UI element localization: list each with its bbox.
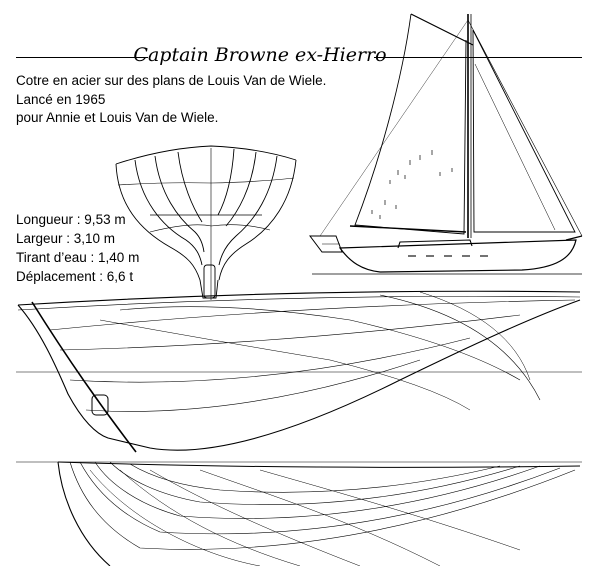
spec-length: Longueur : 9,53 m	[16, 212, 126, 227]
spec-displacement: Déplacement : 6,6 t	[16, 269, 134, 284]
drawing-title: Captain Browne ex-Hierro	[133, 44, 387, 66]
description-block: Cotre en acier sur des plans de Louis Va…	[16, 72, 326, 128]
description-line-3: pour Annie et Louis Van de Wiele.	[16, 110, 219, 125]
spec-beam: Largeur : 3,10 m	[16, 231, 116, 246]
description-line-2: Lancé en 1965	[16, 91, 106, 107]
title-rule-right	[374, 57, 582, 58]
description-line-1: Cotre en acier sur des plans de Louis Va…	[16, 73, 327, 88]
title-rule-left	[16, 57, 148, 58]
specifications-block: Longueur : 9,53 m Largeur : 3,10 m Tiran…	[16, 210, 139, 286]
spec-draft: Tirant d’eau : 1,40 m	[16, 250, 140, 265]
